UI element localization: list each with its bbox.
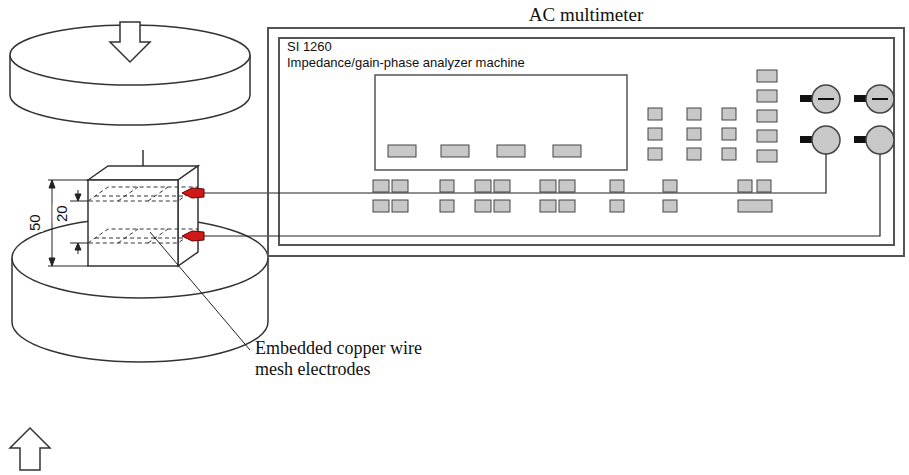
dimension-value: 50	[25, 214, 42, 233]
panel-border	[279, 38, 894, 245]
panel-buttons	[373, 70, 777, 212]
device-label: SI 1260	[287, 39, 332, 54]
wire-mesh	[88, 187, 198, 243]
dimension-lines	[48, 180, 88, 266]
display-window	[375, 75, 627, 170]
analyzer-housing: AC multimeterSI 1260Impedance/gain-phase…	[267, 27, 905, 257]
device-heading: AC multimeter	[529, 4, 644, 26]
specimen-cube	[88, 150, 198, 266]
callout-label: Embedded copper wire mesh electrodes	[255, 338, 445, 379]
leader-line	[150, 232, 250, 350]
electrode-tabs	[182, 188, 204, 241]
top-platen	[10, 22, 250, 125]
device-label: Impedance/gain-phase analyzer machine	[287, 55, 525, 70]
lead-wires	[200, 154, 880, 236]
terminals	[800, 85, 894, 154]
dimension-value: 20	[52, 205, 69, 224]
